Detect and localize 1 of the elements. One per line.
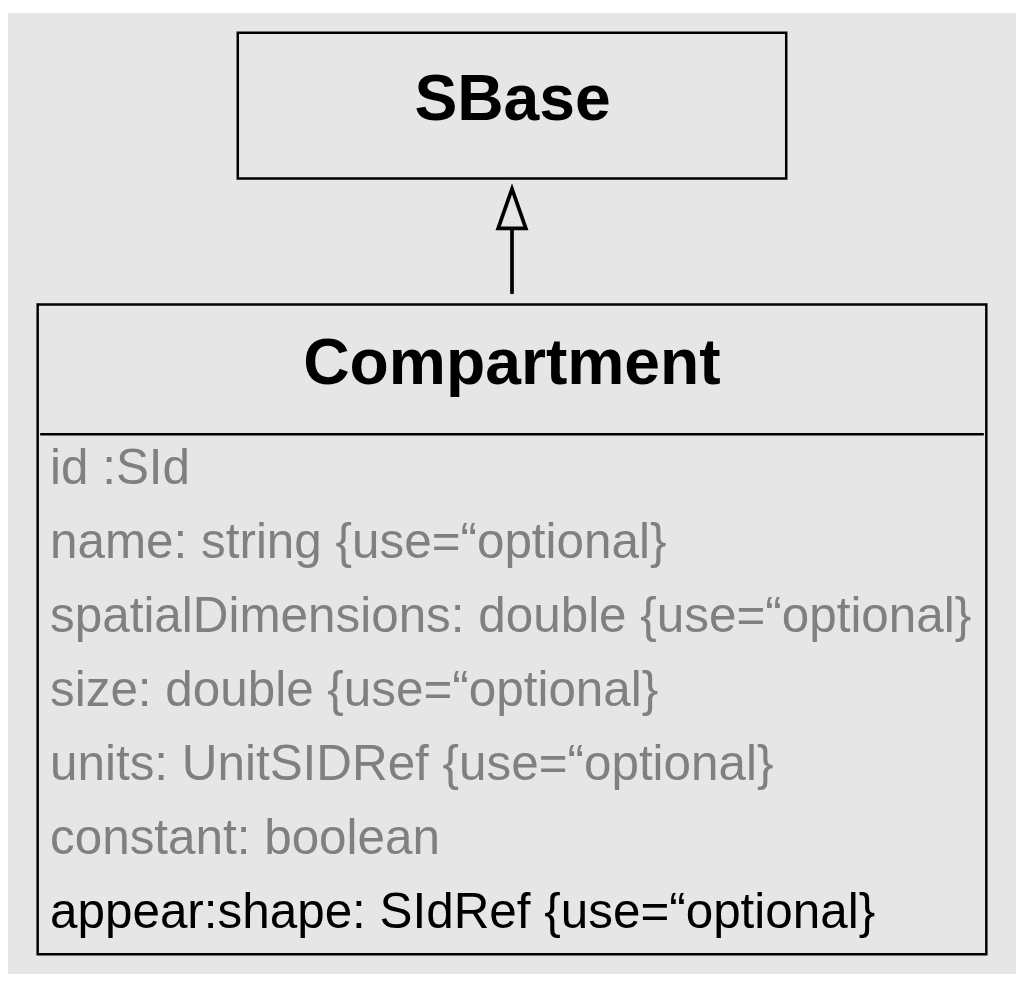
arrow [495, 182, 529, 294]
